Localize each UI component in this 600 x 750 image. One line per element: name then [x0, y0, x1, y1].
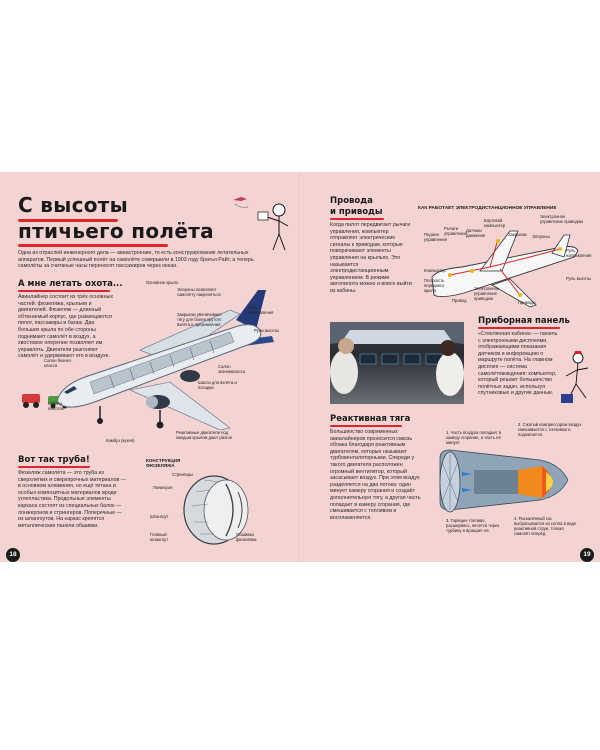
- label-skin: Обшивка фюзеляжа: [236, 532, 257, 542]
- airliner-cutaway-illustration: [57, 290, 274, 430]
- section-heading-tube: Вот так труба!: [18, 455, 90, 465]
- running-figure-illustration: [561, 351, 589, 403]
- wires-text: Когда пилот передвигает рычаги управлени…: [330, 222, 412, 294]
- fbw-label-actuators: Приводы: [518, 300, 536, 305]
- page-title-line1: С высоты: [18, 193, 129, 217]
- intro-text: Одна из отраслей инженерного дела — авиа…: [18, 250, 254, 270]
- label-galley: Камбуз (кухня): [106, 438, 135, 443]
- fbw-label-levers: Рычаги управления: [444, 226, 467, 236]
- jet-label-step1: 1. Часть воздуха попадает в камеру сгора…: [446, 430, 501, 445]
- label-main-frame: Главный шпангоут: [150, 532, 168, 542]
- heading-underline-5: [330, 425, 402, 427]
- heading-underline-2: [18, 466, 90, 468]
- label-engines: Реактивные двигатели под каждым крылом д…: [176, 430, 233, 440]
- label-frame: Шпангоут: [150, 514, 169, 519]
- section-heading-fly: А мне летать охота...: [18, 279, 123, 289]
- heading-underline-4: [478, 327, 560, 329]
- jet-label-step2: 2. Сжатый компрессором воздух смешиваетс…: [518, 422, 582, 437]
- wires-heading-line2: и приводы: [330, 207, 383, 217]
- fbw-label-elevator: Руль высоты: [566, 276, 592, 281]
- page-number-left: 18: [6, 548, 20, 562]
- fbw-label-onboard-computer: Бортовой компьютер: [484, 218, 506, 228]
- heading-underline-3: [330, 218, 384, 220]
- section-heading-jet: Реактивная тяга: [330, 414, 411, 424]
- panel-text: «Стеклянная кабина» — панель с электронн…: [478, 331, 558, 397]
- fbw-label-sensors: Датчики движения: [466, 228, 486, 238]
- gutter: [299, 172, 301, 562]
- fbw-label-elevator-ctrl: Электронное управление приводом: [540, 214, 584, 224]
- cockpit-photo-illustration: [330, 322, 464, 396]
- fbw-label-drive: Привод: [452, 298, 467, 303]
- fbw-label-wing-flaps: Закрылки: [508, 232, 527, 237]
- heading-underline: [18, 290, 110, 292]
- title-underline: [18, 219, 118, 222]
- section-heading-wires: Провода и приводы: [330, 196, 383, 218]
- fbw-label-elec-ctrl2: Электронное управление приводом: [474, 286, 500, 301]
- label-main-wing: Основное крыло: [146, 280, 179, 285]
- page-title-line2: птичьего полёта: [18, 219, 214, 243]
- jet-text: Большинство современных авиалайнеров про…: [330, 429, 421, 521]
- fuselage-heading: КОНСТРУКЦИЯ ФЮЗЕЛЯЖА: [146, 458, 181, 469]
- label-business-class: Салон бизнес-класса: [44, 358, 73, 368]
- fbw-title: КАК РАБОТАЕТ ЭЛЕКТРОДИСТАНЦИОННОЕ УПРАВЛ…: [418, 206, 557, 211]
- fbw-label-ailerons: Элероны: [532, 234, 550, 239]
- label-spar: Лонжерон: [153, 485, 173, 490]
- label-elevator: Рули высоты: [254, 328, 280, 333]
- label-chassis: Шасси для взлёта и посадки: [198, 380, 237, 390]
- fuselage-structure-illustration: [183, 475, 249, 545]
- jet-label-step3: 3. Горящее топливо, расширяясь, несётся …: [446, 518, 500, 533]
- fbw-label-front-wing: Плоскость переднего крыла: [424, 278, 445, 293]
- book-spread: С высоты птичьего полёта Одна из отрасле…: [0, 172, 600, 562]
- section-text-fly: Авиалайнер состоит из трёх основных част…: [18, 294, 113, 360]
- section-text-tube: Фюзеляж самолёта — это труба из сверхлег…: [18, 470, 127, 529]
- label-flaps: Закрылки увеличивают тягу для более крут…: [177, 312, 223, 327]
- label-stringers: Стрингеры: [172, 472, 194, 477]
- label-cockpit: Кабина пилотов: [48, 401, 64, 411]
- jet-label-step4: 4. Раскалённый газ выбрасывается из сопл…: [514, 516, 577, 536]
- fbw-label-computer: Компьютер: [424, 268, 446, 273]
- fly-by-wire-diagram: [431, 230, 579, 308]
- cockpit-photo: [330, 322, 464, 404]
- label-economy: Салон экономкласса: [218, 364, 246, 374]
- title-underline-2: [18, 244, 168, 247]
- page-number-right: 19: [580, 548, 594, 562]
- wires-heading-line1: Провода: [330, 196, 373, 206]
- fbw-label-rudder: Руль направления: [566, 248, 592, 258]
- label-ailerons: Элероны позволяют самолёту накреняться: [177, 287, 221, 297]
- stick-figure-illustration: [233, 197, 289, 251]
- section-heading-panel: Приборная панель: [478, 316, 570, 326]
- label-rudder: Руль направления: [248, 305, 274, 315]
- fbw-label-pedals: Педали управления: [424, 232, 447, 242]
- jet-engine-illustration: [439, 449, 569, 513]
